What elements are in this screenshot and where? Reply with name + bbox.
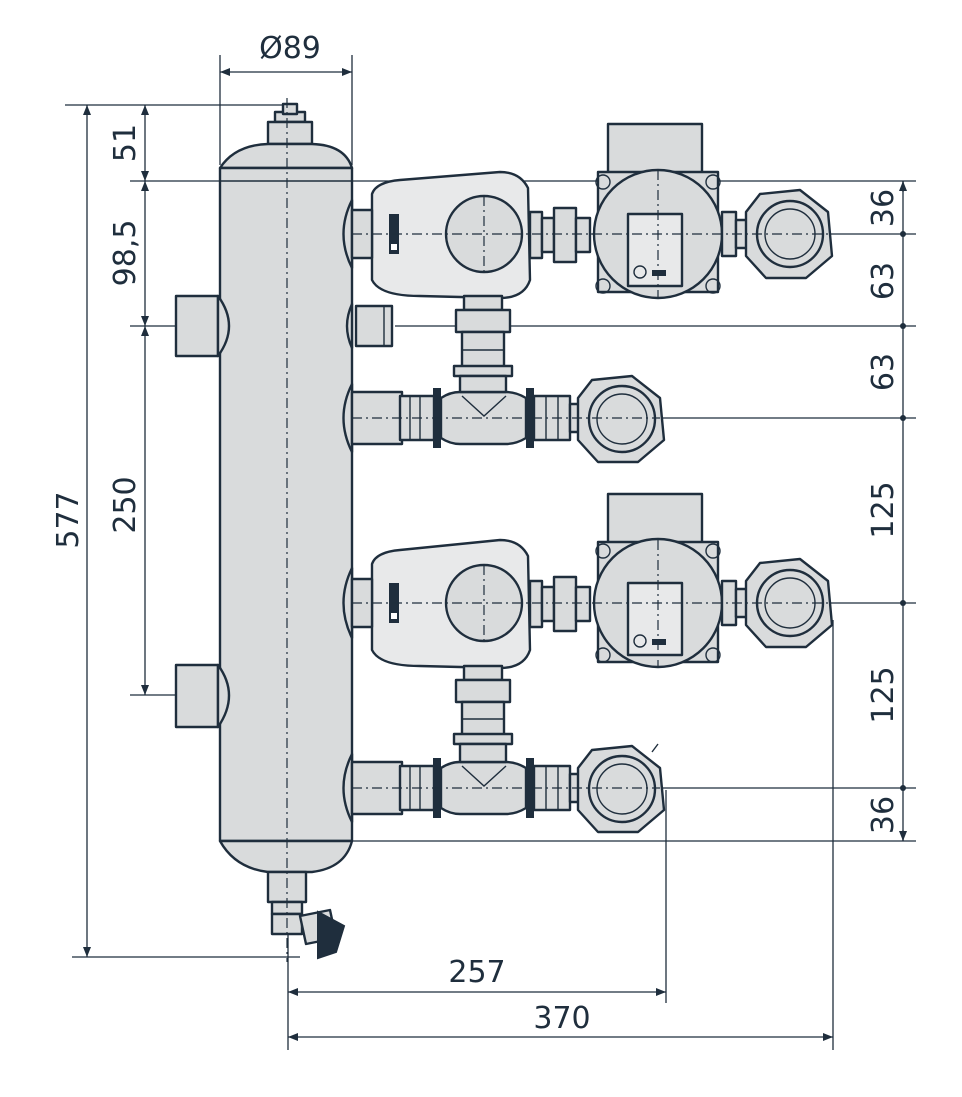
dim-36-bottom-label: 36: [866, 796, 901, 834]
lower-pump-group: [350, 492, 834, 746]
separator-column: [174, 98, 394, 962]
dim-98-5-label: 98,5: [108, 220, 143, 287]
dim-257-label: 257: [448, 955, 505, 990]
dim-63-a-label: 63: [866, 262, 901, 300]
dimension-labels: Ø89 51 98,5 250 577 36 63 63 125 125 36 …: [51, 31, 901, 1036]
dim-125-b-label: 125: [866, 666, 901, 723]
dim-250-label: 250: [108, 476, 143, 533]
dim-diameter-label: Ø89: [259, 31, 321, 66]
upper-pump-group: [350, 122, 834, 378]
dim-370-label: 370: [533, 1001, 590, 1036]
lower-return-line: [350, 742, 666, 834]
dim-36-top-label: 36: [866, 189, 901, 227]
dim-125-a-label: 125: [866, 481, 901, 538]
dim-63-b-label: 63: [866, 353, 901, 391]
dim-577-label: 577: [51, 491, 86, 548]
dim-51-label: 51: [108, 124, 143, 162]
upper-return-line: [350, 374, 666, 464]
